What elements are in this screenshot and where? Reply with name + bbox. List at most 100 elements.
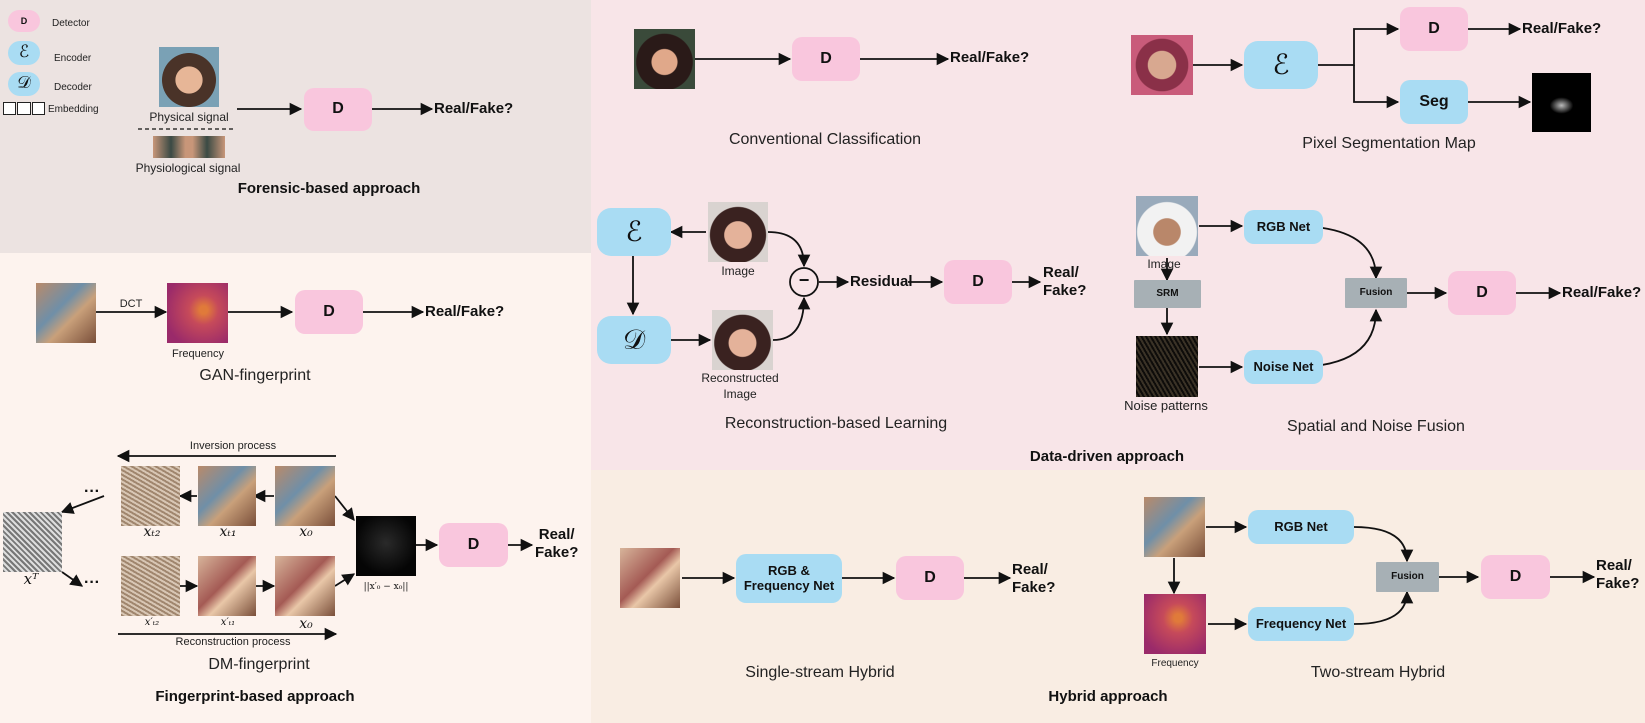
legend-detector-glyph: D <box>20 15 28 26</box>
forensic-title: Forensic-based approach <box>237 180 421 197</box>
inversion-image-xt2 <box>121 466 180 526</box>
single-stream-output: Real/ Fake? <box>1012 561 1055 597</box>
fingerprint-title: Fingerprint-based approach <box>155 688 355 705</box>
segmentation-encoder-glyph: ℰ <box>1272 47 1290 81</box>
spatial-output: Real/Fake? <box>1562 284 1642 301</box>
difference-image <box>356 516 416 576</box>
subtract-symbol: − <box>798 270 810 290</box>
reconstruction-image-xt1 <box>198 556 256 616</box>
spatial-rgb-net: RGB Net <box>1244 210 1323 244</box>
reconstruction-image-xt2 <box>121 556 180 616</box>
spatial-noise-net: Noise Net <box>1244 350 1323 384</box>
two-stream-rgb-net: RGB Net <box>1248 510 1354 544</box>
segmentation-encoder: ℰ <box>1244 41 1318 89</box>
two-stream-output-line1: Real/ <box>1596 557 1632 574</box>
reconstruction-caption: Reconstruction-based Learning <box>724 415 948 432</box>
two-stream-fusion: Fusion <box>1376 562 1439 592</box>
dm-output-line1: Real/ <box>538 526 575 543</box>
single-stream-detector: D <box>896 556 964 600</box>
label-x-t2: xₜ₂ <box>143 524 161 540</box>
reconstruction-image-label: Image <box>721 264 755 278</box>
reconstruction-detector: D <box>944 260 1012 304</box>
gan-output: Real/Fake? <box>425 303 505 320</box>
reconstruction-decoder-glyph: 𝒟 <box>622 322 646 356</box>
legend-encoder-swatch: ℰ <box>8 41 40 65</box>
forensic-output: Real/Fake? <box>434 100 514 117</box>
legend-encoder-glyph: ℰ <box>18 42 30 63</box>
label-x-t2-prime: x′ₜ₂ <box>144 617 160 628</box>
reconstructed-label-line2: Image <box>723 386 757 401</box>
conventional-caption: Conventional Classification <box>728 131 922 148</box>
difference-label: ||x′₀ − x₀|| <box>363 582 409 592</box>
two-stream-frequency-net: Frequency Net <box>1248 607 1354 641</box>
dots-top: ··· <box>84 483 100 500</box>
legend-decoder-label: Decoder <box>54 82 92 93</box>
physiological-signal-image <box>153 136 225 158</box>
legend-decoder-glyph: 𝒟 <box>17 73 31 94</box>
rgb-frequency-net-line1: RGB & <box>768 562 810 578</box>
inversion-label: Inversion process <box>189 440 277 452</box>
conventional-output: Real/Fake? <box>950 49 1030 66</box>
forensic-detector: D <box>304 88 372 131</box>
legend-encoder-label: Encoder <box>54 53 92 64</box>
rgb-frequency-net: RGB & Frequency Net <box>736 554 842 603</box>
label-x-t1: xₜ₁ <box>219 524 237 540</box>
noise-patterns-image <box>1136 336 1198 397</box>
legend-decoder-swatch: 𝒟 <box>8 72 40 96</box>
reconstruction-input-image <box>708 202 768 262</box>
single-stream-input-image <box>620 548 680 608</box>
forensic-panel <box>0 0 591 253</box>
reconstruction-output: Real/ Fake? <box>1043 264 1086 300</box>
gan-caption: GAN-fingerprint <box>199 367 311 384</box>
srm-box: SRM <box>1134 280 1201 308</box>
dm-detector: D <box>439 523 508 567</box>
segmentation-input-image <box>1131 35 1193 95</box>
two-stream-input-image <box>1144 497 1205 557</box>
spatial-fusion: Fusion <box>1345 278 1407 308</box>
label-x-0-prime: x₀ <box>299 616 313 632</box>
two-stream-caption: Two-stream Hybrid <box>1310 664 1446 681</box>
reconstruction-process-label: Reconstruction process <box>175 636 291 648</box>
segmentation-detector: D <box>1400 7 1468 51</box>
gan-input-image <box>36 283 96 343</box>
reconstruction-output-line2: Fake? <box>1043 282 1087 299</box>
conventional-detector: D <box>792 37 860 81</box>
reconstruction-decoder: 𝒟 <box>597 316 671 364</box>
gan-detector: D <box>295 290 363 334</box>
dm-caption: DM-fingerprint <box>208 656 310 673</box>
subtract-node <box>789 267 819 297</box>
reconstruction-encoder-glyph: ℰ <box>625 214 643 248</box>
frequency-spectrum-image <box>167 283 228 343</box>
legend-embedding-label: Embedding <box>48 104 99 115</box>
physical-signal-image <box>159 47 219 107</box>
label-x-T: xᵀ <box>23 570 39 588</box>
reconstructed-image-label: Reconstructed Image <box>701 371 778 402</box>
two-stream-detector: D <box>1481 555 1550 599</box>
spatial-image-label: Image <box>1147 257 1181 271</box>
rgb-frequency-net-line2: Frequency Net <box>743 577 835 593</box>
spatial-input-image <box>1136 196 1198 256</box>
conventional-input-image <box>634 29 695 89</box>
dm-output: Real/ Fake? <box>535 526 578 562</box>
inversion-image-x0 <box>275 466 335 526</box>
residual-label: Residual <box>850 273 913 290</box>
noise-image-xt <box>3 512 62 572</box>
gan-frequency-label: Frequency <box>172 348 224 360</box>
single-stream-caption: Single-stream Hybrid <box>745 664 895 681</box>
spatial-detector: D <box>1448 271 1516 315</box>
legend-detector-swatch: D <box>8 10 40 32</box>
dm-output-line2: Fake? <box>535 544 579 561</box>
two-stream-frequency-image <box>1144 594 1206 654</box>
two-stream-frequency-label: Frequency <box>1151 658 1199 669</box>
segmentation-caption: Pixel Segmentation Map <box>1302 135 1476 152</box>
noise-patterns-label: Noise patterns <box>1124 398 1208 413</box>
single-stream-output-line2: Fake? <box>1012 579 1056 596</box>
data-driven-title: Data-driven approach <box>1029 448 1185 465</box>
reconstructed-image <box>712 310 773 370</box>
legend-detector-label: Detector <box>52 18 90 29</box>
segmentation-output: Real/Fake? <box>1522 20 1602 37</box>
dots-bottom: ··· <box>84 574 100 591</box>
legend-embedding-icon <box>3 102 45 115</box>
label-x-t1-prime: x′ₜ₁ <box>220 617 236 628</box>
